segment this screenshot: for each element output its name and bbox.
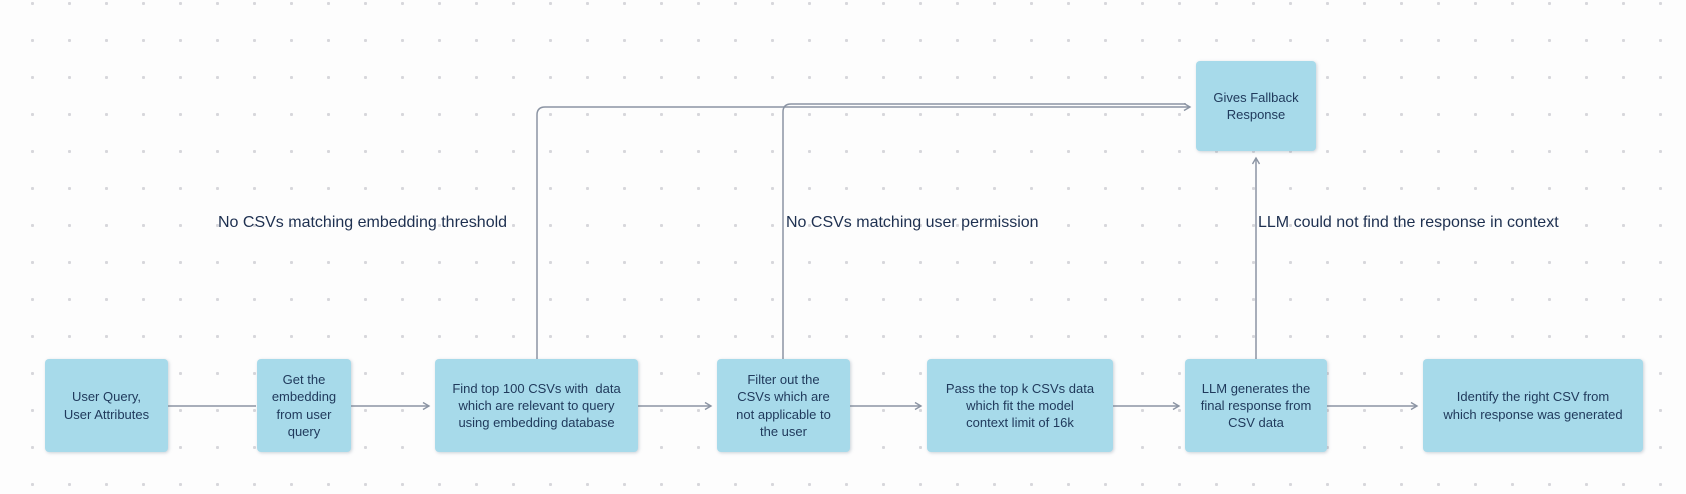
node-gives-fallback-label: Gives Fallback Response — [1213, 89, 1299, 122]
node-llm-generates-label: LLM generates the final response from CS… — [1200, 380, 1312, 431]
node-llm-generates[interactable]: LLM generates the final response from CS… — [1185, 359, 1327, 452]
edge-find-to-fallback — [536, 102, 1192, 359]
node-gives-fallback[interactable]: Gives Fallback Response — [1196, 61, 1316, 151]
node-get-embedding[interactable]: Get the embedding from user query — [257, 359, 351, 452]
node-filter-csvs[interactable]: Filter out the CSVs which are not applic… — [717, 359, 850, 452]
edge-label-no-csv-embedding[interactable]: No CSVs matching embedding threshold — [218, 214, 508, 231]
node-user-query-label: User Query, User Attributes — [63, 389, 150, 422]
node-user-query[interactable]: User Query, User Attributes — [45, 359, 168, 452]
node-identify-csv-label: Identify the right CSV from which respon… — [1443, 389, 1623, 422]
node-filter-csvs-label: Filter out the CSVs which are not applic… — [736, 372, 831, 439]
edge-label-no-csv-permission[interactable]: No CSVs matching user permission — [786, 214, 1039, 231]
edge-label-llm-no-context[interactable]: LLM could not find the response in conte… — [1258, 214, 1559, 231]
node-get-embedding-label: Get the embedding from user query — [271, 372, 337, 439]
node-pass-top-k-label: Pass the top k CSVs data which fit the m… — [945, 380, 1095, 431]
node-identify-csv[interactable]: Identify the right CSV from which respon… — [1423, 359, 1643, 452]
node-find-top-100[interactable]: Find top 100 CSVs with data which are re… — [435, 359, 638, 452]
node-find-top-100-label: Find top 100 CSVs with data which are re… — [452, 380, 621, 431]
edge-filter-to-fallback — [782, 103, 1186, 359]
node-pass-top-k[interactable]: Pass the top k CSVs data which fit the m… — [927, 359, 1113, 452]
